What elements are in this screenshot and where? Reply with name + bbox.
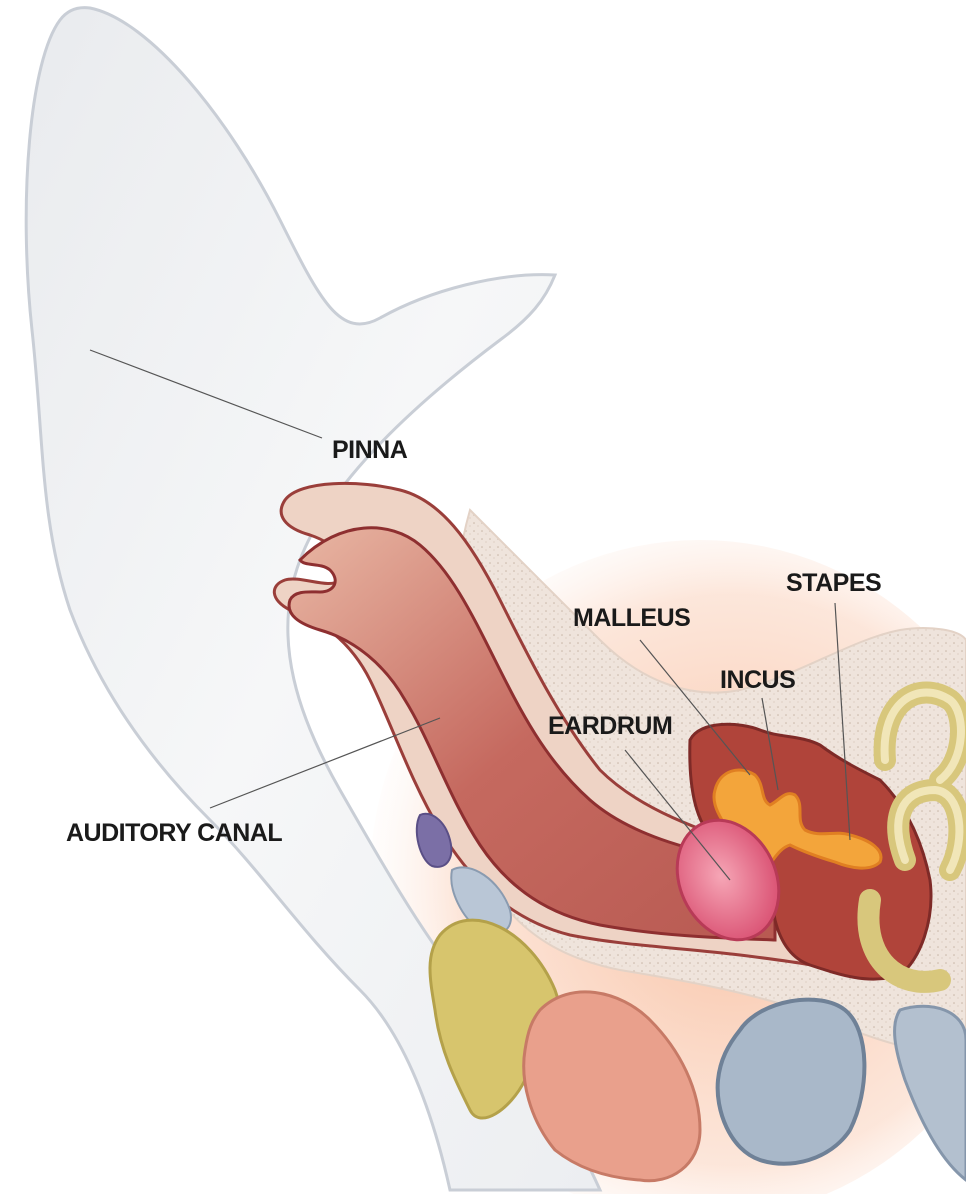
auditory-canal-label: AUDITORY CANAL (66, 821, 282, 846)
eardrum-label: EARDRUM (548, 714, 672, 739)
stapes-label: STAPES (786, 571, 881, 596)
pinna-label: PINNA (332, 438, 407, 463)
malleus-label: MALLEUS (573, 606, 690, 631)
incus-label: INCUS (720, 668, 795, 693)
